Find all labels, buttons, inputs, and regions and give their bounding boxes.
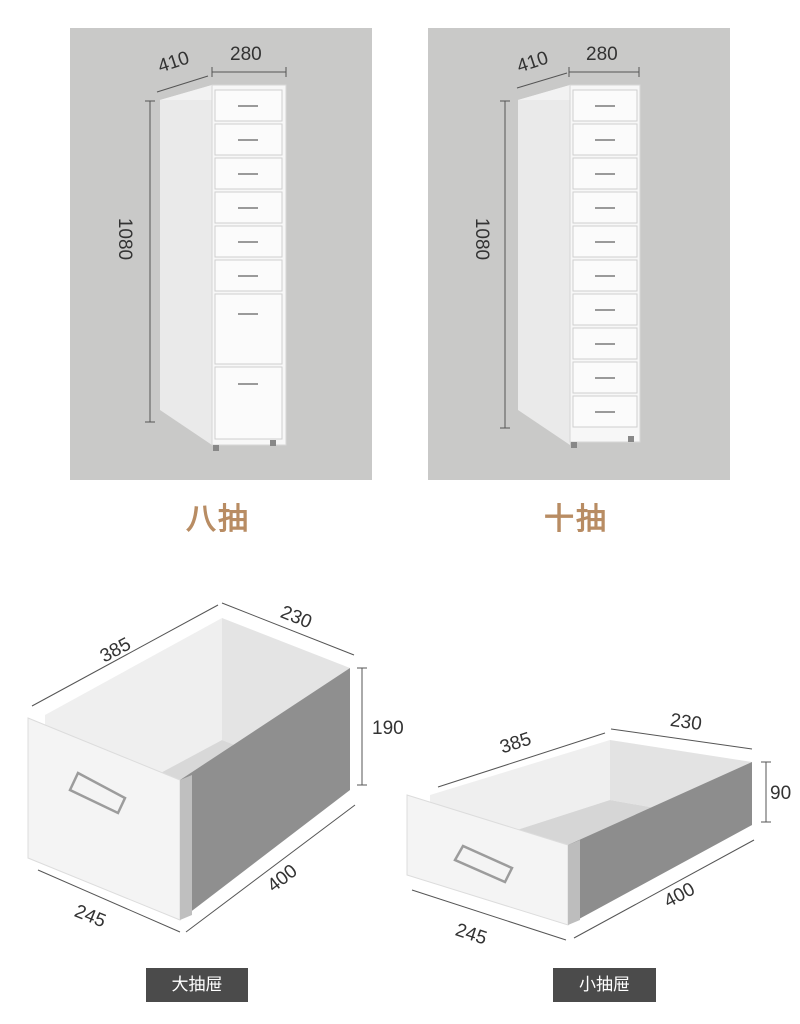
cabinet-8-height-label: 1080 [114, 217, 136, 261]
cabinet-10-height-label: 1080 [471, 217, 493, 261]
small-drawer-height-label: 90 [770, 783, 792, 804]
small-drawer-label: 小抽屉 [553, 968, 656, 1002]
cabinet-10-illustration [500, 67, 641, 448]
cabinet-8-illustration [145, 67, 287, 451]
small-drawer-width-top-label: 230 [668, 709, 704, 736]
small-drawer-illustration [406, 728, 771, 941]
cabinet-10-width-label: 280 [586, 44, 618, 65]
large-drawer-label: 大抽屉 [146, 968, 248, 1002]
cabinet-8-title: 八抽 [186, 502, 250, 537]
large-drawer-height-label: 190 [372, 718, 404, 739]
cabinet-10-title: 十抽 [544, 502, 608, 537]
cabinet-8-width-label: 280 [230, 44, 262, 65]
large-drawer-illustration [27, 602, 367, 933]
